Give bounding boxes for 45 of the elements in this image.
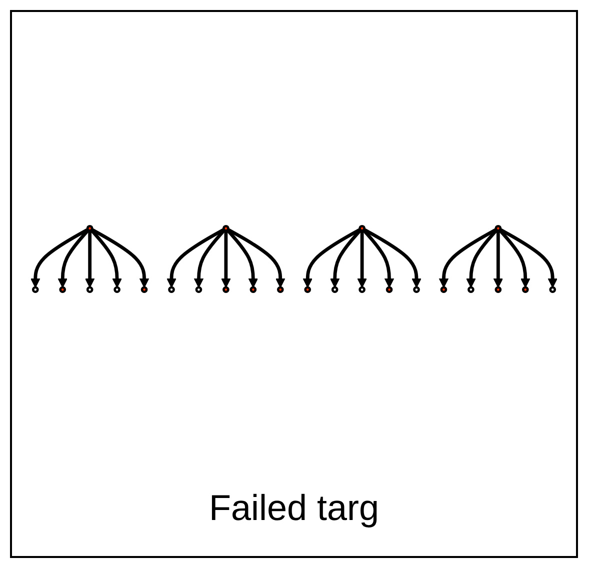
node-circle <box>304 286 312 294</box>
node-circle <box>250 286 257 294</box>
arrow <box>84 230 95 288</box>
node-circle <box>494 286 502 294</box>
arrow <box>227 228 286 288</box>
arrow <box>493 230 504 288</box>
node-circle <box>276 286 284 294</box>
arrow <box>466 228 498 288</box>
arrow <box>499 228 558 288</box>
arrow <box>226 228 258 288</box>
node-circle <box>358 224 366 232</box>
node-circle <box>358 286 366 294</box>
arrow <box>30 228 89 288</box>
arrow <box>357 230 368 288</box>
arrow <box>220 230 231 288</box>
arrow <box>166 228 225 288</box>
arrow <box>90 228 122 288</box>
node-circle <box>86 286 94 294</box>
arrow <box>362 228 394 288</box>
arrow <box>498 228 530 288</box>
node-circle <box>222 286 230 294</box>
arrow <box>330 228 362 288</box>
node-circle <box>195 286 202 294</box>
node-circle <box>331 286 338 294</box>
node-circle <box>413 286 420 294</box>
node-circle <box>222 224 230 232</box>
node-circle <box>168 286 175 294</box>
node-circle <box>440 286 448 294</box>
arrow <box>438 228 498 288</box>
node-circle <box>140 286 148 294</box>
arrow <box>58 228 90 288</box>
node-circle <box>522 286 529 294</box>
node-circle <box>549 286 556 294</box>
node-circle <box>494 224 502 232</box>
arrow <box>194 228 226 288</box>
arrow <box>90 228 150 288</box>
node-circle <box>86 224 94 232</box>
node-circle <box>59 286 66 294</box>
arrow <box>363 228 422 288</box>
node-circle <box>386 286 393 294</box>
caption: Failed targ <box>208 487 380 529</box>
node-circle <box>468 286 474 294</box>
node-circle <box>32 286 39 294</box>
node-circle <box>114 286 120 294</box>
arrow <box>302 228 361 288</box>
